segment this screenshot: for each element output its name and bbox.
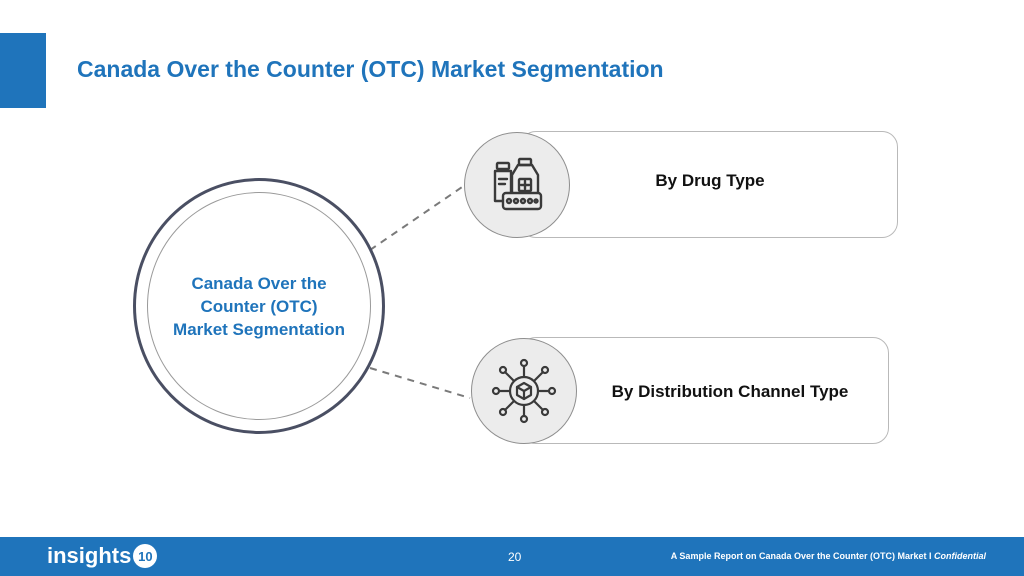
footer-bar: insights 10 20 A Sample Report on Canada… (0, 537, 1024, 576)
footer-note-confidential: Confidential (934, 551, 986, 561)
segment-icon-circle-drug-type (464, 132, 570, 238)
connector-drug-type (369, 182, 469, 251)
insights10-logo: insights 10 (47, 543, 158, 569)
center-node: Canada Over the Counter (OTC) Market Seg… (147, 192, 371, 420)
footer-note-text: A Sample Report on Canada Over the Count… (670, 551, 932, 561)
logo-text: insights (47, 543, 132, 568)
page-number: 20 (508, 550, 522, 564)
medicine-bottles-icon (493, 157, 543, 211)
title-accent-bar (0, 33, 46, 108)
segment-box-distribution-channel (520, 337, 889, 444)
page-title: Canada Over the Counter (OTC) Market Seg… (77, 56, 664, 82)
center-label-line: Canada Over the (191, 273, 327, 293)
segment-icon-circle-distribution-channel (471, 338, 577, 444)
distribution-network-icon (491, 358, 557, 424)
segment-box-drug-type (520, 131, 898, 238)
footer-note: A Sample Report on Canada Over the Count… (671, 551, 986, 561)
connector-distribution-channel (369, 367, 471, 399)
segment-label-distribution-channel: By Distribution Channel Type (611, 382, 849, 401)
center-label-line: Counter (OTC) (200, 296, 318, 316)
center-node-label: Canada Over the Counter (OTC) Market Seg… (154, 272, 364, 341)
logo-badge: 10 (133, 544, 158, 568)
center-label-line: Market Segmentation (173, 319, 345, 339)
segment-label-drug-type: By Drug Type (655, 171, 765, 190)
